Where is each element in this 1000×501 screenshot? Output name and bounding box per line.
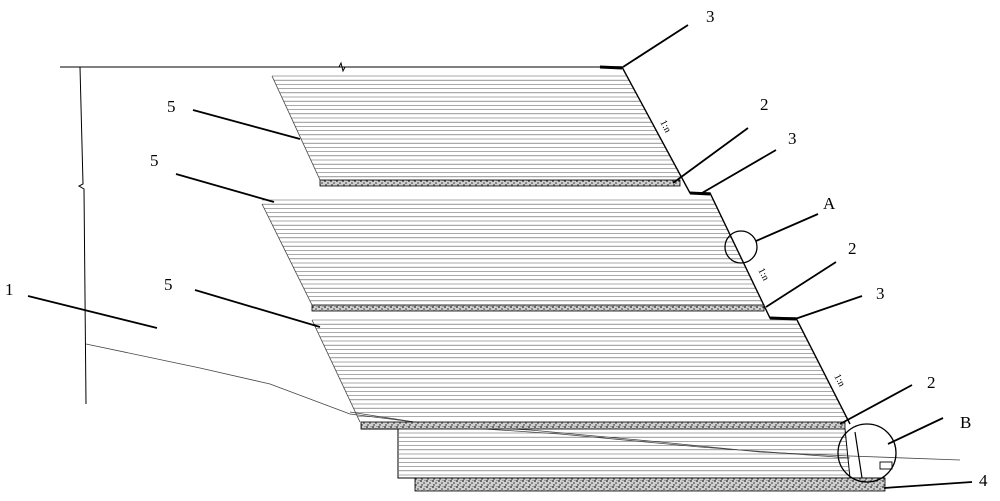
ground-frame — [60, 61, 600, 405]
slope-ratio-label-middle: 1:n — [755, 266, 771, 282]
label-fill-lower: 5 — [164, 275, 173, 294]
label-geo-middle: 2 — [848, 239, 857, 258]
reinforcement-layer-middle — [311, 304, 765, 312]
label-base: 4 — [979, 471, 988, 490]
slope-ratio-label-lower: 1:n — [831, 372, 847, 388]
label-fill-middle: 5 — [150, 151, 159, 170]
foundation-hatching — [399, 432, 850, 476]
detail-a-circle — [724, 230, 758, 264]
slope-ratio-label-top: 1:n — [657, 118, 673, 134]
drain-element — [854, 431, 893, 479]
reinforcement-layer-top — [319, 179, 681, 187]
label-detail-b: B — [960, 413, 971, 432]
original-ground-line — [85, 343, 961, 461]
leader-lines — [27, 24, 973, 489]
fill-back-boundary — [261, 75, 361, 423]
fill-layer-lower-hatching — [312, 319, 847, 417]
original-ground-line-2 — [349, 411, 851, 459]
fill-layer-middle-hatching — [262, 199, 762, 302]
base-layer — [414, 477, 886, 492]
label-geo-top: 2 — [760, 95, 769, 114]
fill-layer-top-hatching — [272, 75, 682, 178]
label-detail-a: A — [823, 194, 836, 213]
detail-b-circle — [837, 423, 897, 483]
label-band-lower: 3 — [876, 284, 885, 303]
label-band-middle: 3 — [788, 129, 797, 148]
reinforcement-layer-lower — [360, 421, 846, 430]
label-band-top: 3 — [706, 7, 715, 26]
label-geo-lower: 2 — [927, 373, 936, 392]
label-ground: 1 — [5, 280, 14, 299]
label-fill-top: 5 — [167, 97, 176, 116]
